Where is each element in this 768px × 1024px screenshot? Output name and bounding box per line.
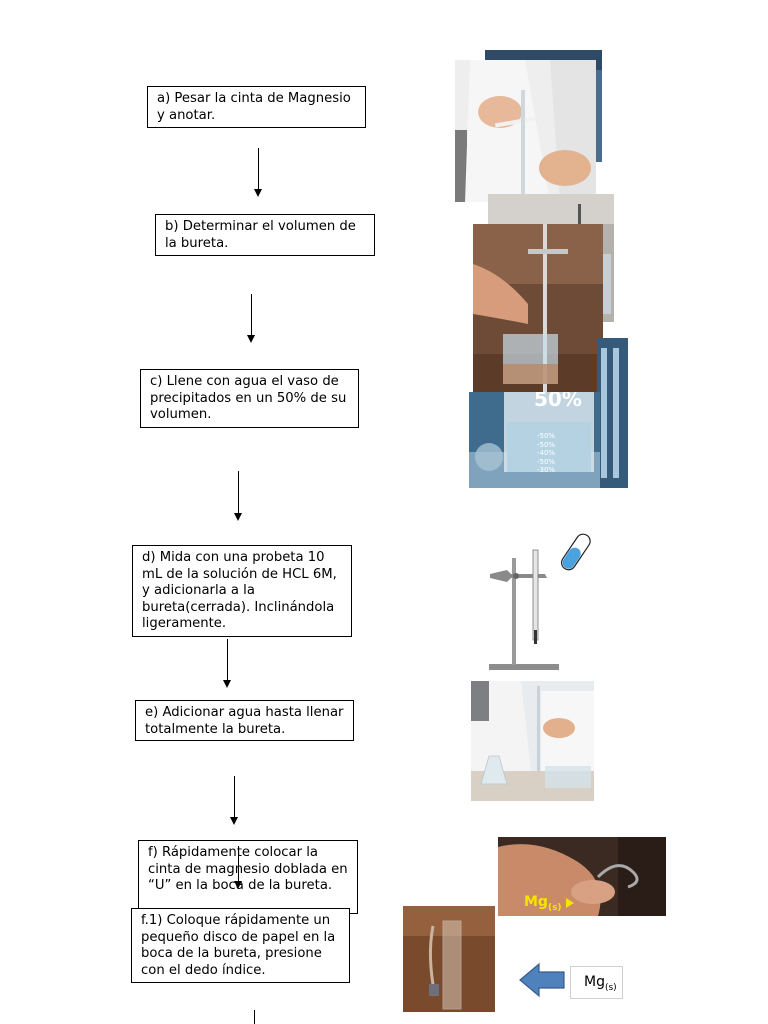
step-f-text: f) Rápidamente colocar la cinta de magne… bbox=[148, 845, 348, 893]
beaker-mark: -40% bbox=[537, 449, 556, 457]
step-e-box: e) Adicionar agua hasta llenar totalment… bbox=[135, 700, 354, 741]
step-a-box: a) Pesar la cinta de Magnesio y anotar. bbox=[147, 86, 366, 128]
burette-mouth-photo bbox=[403, 906, 495, 1012]
burette-volume-photo bbox=[473, 224, 603, 394]
step-d-box: d) Mida con una probeta 10 mL de la solu… bbox=[132, 545, 352, 637]
step-c-box: c) Llene con agua el vaso de precipitado… bbox=[140, 369, 359, 428]
mg-photo-label: Mg(s) bbox=[524, 894, 562, 913]
yellow-arrow-icon bbox=[566, 898, 574, 908]
step-e-text: e) Adicionar agua hasta llenar totalment… bbox=[145, 705, 344, 737]
mg-box-sub: (s) bbox=[604, 982, 617, 993]
filling-burette-photo bbox=[471, 681, 594, 801]
flow-arrow-b-c bbox=[247, 294, 257, 344]
step-a-text: a) Pesar la cinta de Magnesio y anotar. bbox=[157, 91, 351, 123]
step-f-box: f) Rápidamente colocar la cinta de magne… bbox=[138, 840, 358, 914]
step-d-text: d) Mida con una probeta 10 mL de la solu… bbox=[142, 550, 337, 631]
beaker-mark: -30% bbox=[537, 466, 556, 474]
flow-arrow-f-inner bbox=[234, 846, 244, 890]
weighing-magnesium-photo bbox=[455, 60, 596, 202]
step-b-box: b) Determinar el volumen de la bureta. bbox=[155, 214, 375, 256]
mg-photo-sub: (s) bbox=[547, 902, 562, 913]
burette-stand-illustration bbox=[485, 530, 600, 672]
beaker-percent-label: 50% bbox=[534, 392, 582, 411]
mg-box-label: Mg(s) bbox=[584, 974, 617, 993]
mg-symbol-box: Mg(s) bbox=[570, 966, 623, 999]
mg-box-symbol: Mg bbox=[584, 974, 605, 990]
beaker-marks: -50% -50% -40% -50% -30% bbox=[537, 432, 555, 475]
flow-arrow-c-d bbox=[234, 471, 244, 522]
testtubes-photo bbox=[597, 338, 628, 488]
flow-arrow-d-e bbox=[223, 639, 233, 689]
magnesium-ribbon-photo: Mg(s) bbox=[498, 837, 666, 916]
step-b-text: b) Determinar el volumen de la bureta. bbox=[165, 219, 356, 251]
blue-left-arrow-icon bbox=[519, 962, 565, 998]
step-f1-text: f.1) Coloque rápidamente un pequeño disc… bbox=[141, 913, 336, 978]
flow-arrow-a-b bbox=[254, 148, 264, 198]
step-f1-box: f.1) Coloque rápidamente un pequeño disc… bbox=[131, 908, 350, 983]
beaker-mark: -50% bbox=[537, 440, 556, 449]
flow-arrow-e-f bbox=[230, 776, 240, 826]
beaker-mark: -50% bbox=[537, 432, 556, 440]
beaker-50-percent-photo: 50% -50% -50% -40% -50% -30% bbox=[469, 392, 600, 488]
step-c-text: c) Llene con agua el vaso de precipitado… bbox=[150, 374, 347, 422]
beaker-mark: -50% bbox=[537, 457, 556, 466]
mg-photo-symbol: Mg bbox=[524, 894, 548, 910]
flow-arrow-bottom bbox=[250, 1010, 260, 1024]
